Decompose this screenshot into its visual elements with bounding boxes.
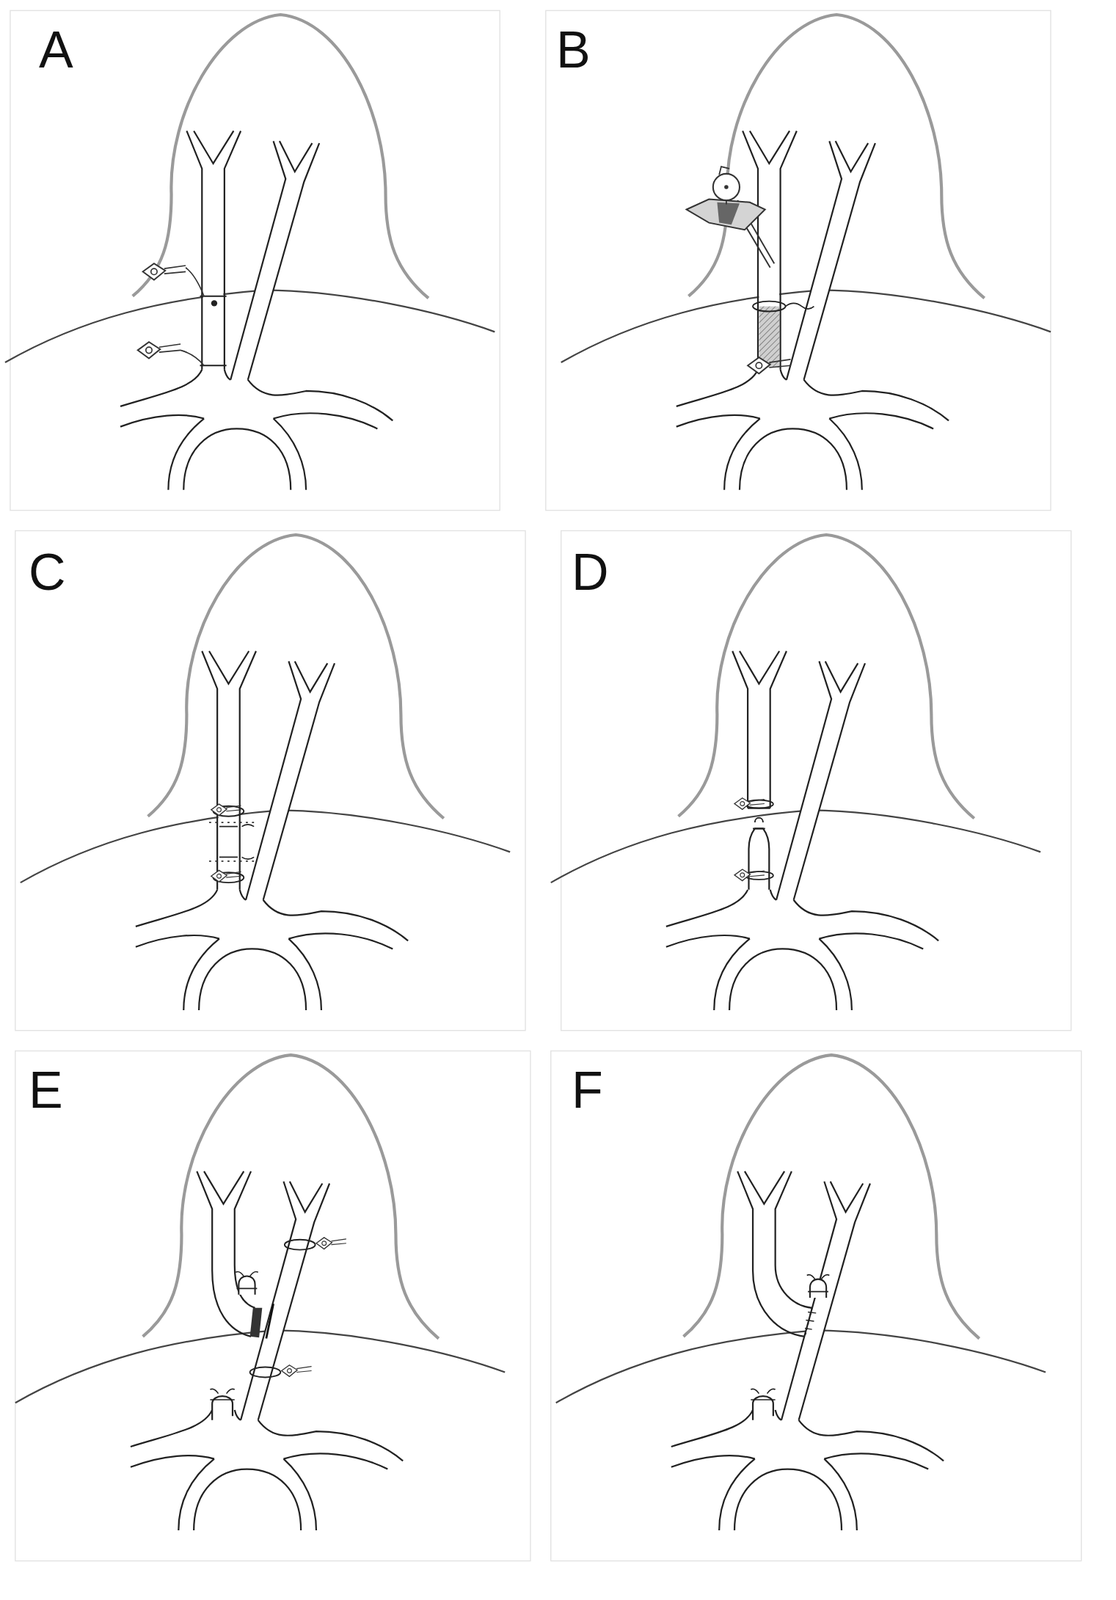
- panel-letter: E: [28, 1064, 64, 1116]
- panel-letter: D: [571, 546, 609, 598]
- panel-letter: A: [38, 24, 74, 76]
- panel-letter: F: [571, 1064, 604, 1116]
- panel-letter: C: [28, 546, 67, 598]
- panel-letter: B: [556, 24, 591, 76]
